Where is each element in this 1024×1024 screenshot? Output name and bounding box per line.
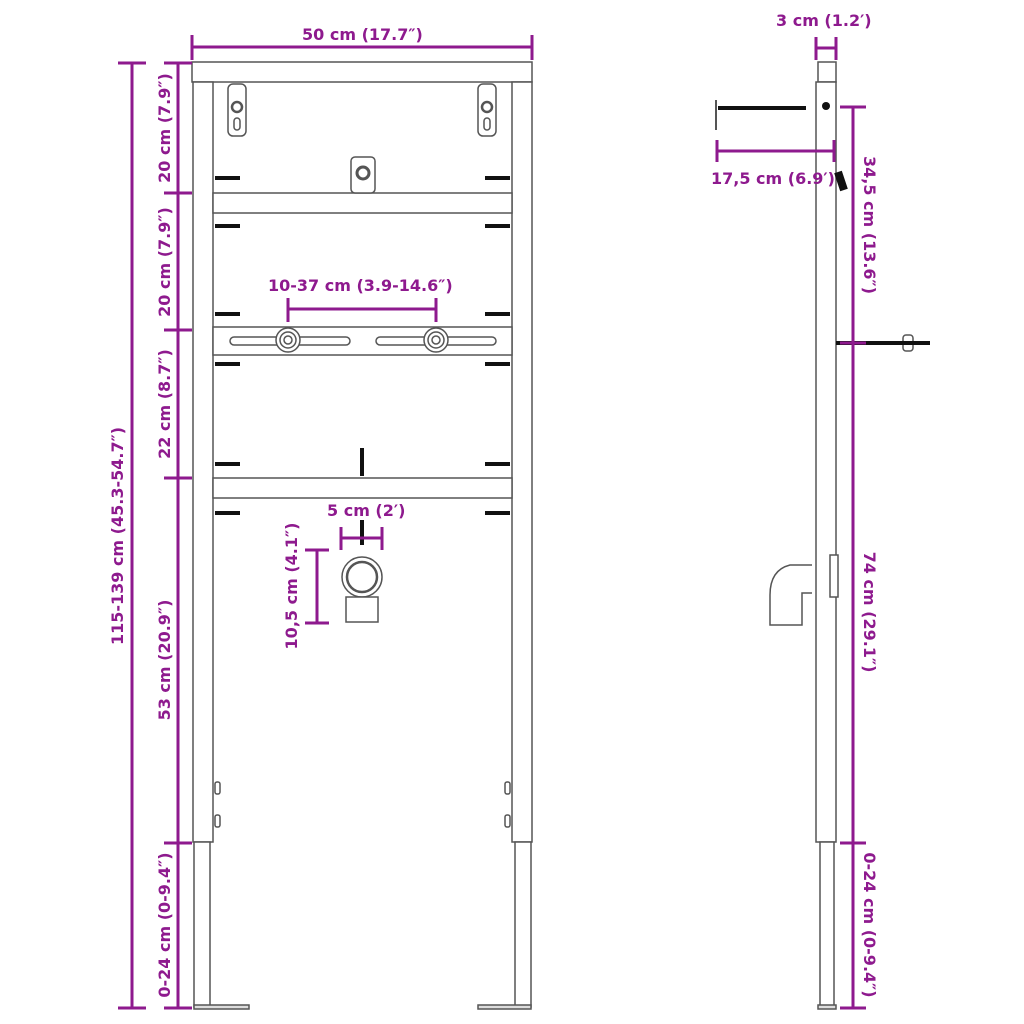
bracket-spacing-label: 10-37 cm (3.9-14.6″) <box>268 276 453 295</box>
bolt-length-label: 17,5 cm (6.9′) <box>711 169 835 188</box>
dimension-lines <box>118 35 866 1010</box>
front-view-frame <box>191 61 533 1010</box>
drain-width-label: 5 cm (2′) <box>327 501 406 520</box>
segment-3-label: 22 cm (8.7″) <box>155 349 174 459</box>
drain-height-label: 10,5 cm (4.1″) <box>282 522 301 650</box>
segment-4-label: 53 cm (20.9″) <box>155 599 174 721</box>
side-depth-label: 3 cm (1.2′) <box>776 11 872 30</box>
total-height-label: 115-139 cm (45.3-54.7″) <box>108 426 127 646</box>
middle-height-label: 74 cm (29.1″) <box>860 551 879 673</box>
front-view-bolts <box>215 176 510 545</box>
upper-height-label: 34,5 cm (13.6″) <box>860 155 879 295</box>
width-label: 50 cm (17.7″) <box>302 25 423 44</box>
side-view-frame <box>715 61 914 1010</box>
segment-5-label: 0-24 cm (0-9.4″) <box>155 852 174 998</box>
segment-1-label: 20 cm (7.9″) <box>155 73 174 183</box>
segment-2-label: 20 cm (7.9″) <box>155 207 174 317</box>
leg-height-label: 0-24 cm (0-9.4″) <box>860 852 879 998</box>
